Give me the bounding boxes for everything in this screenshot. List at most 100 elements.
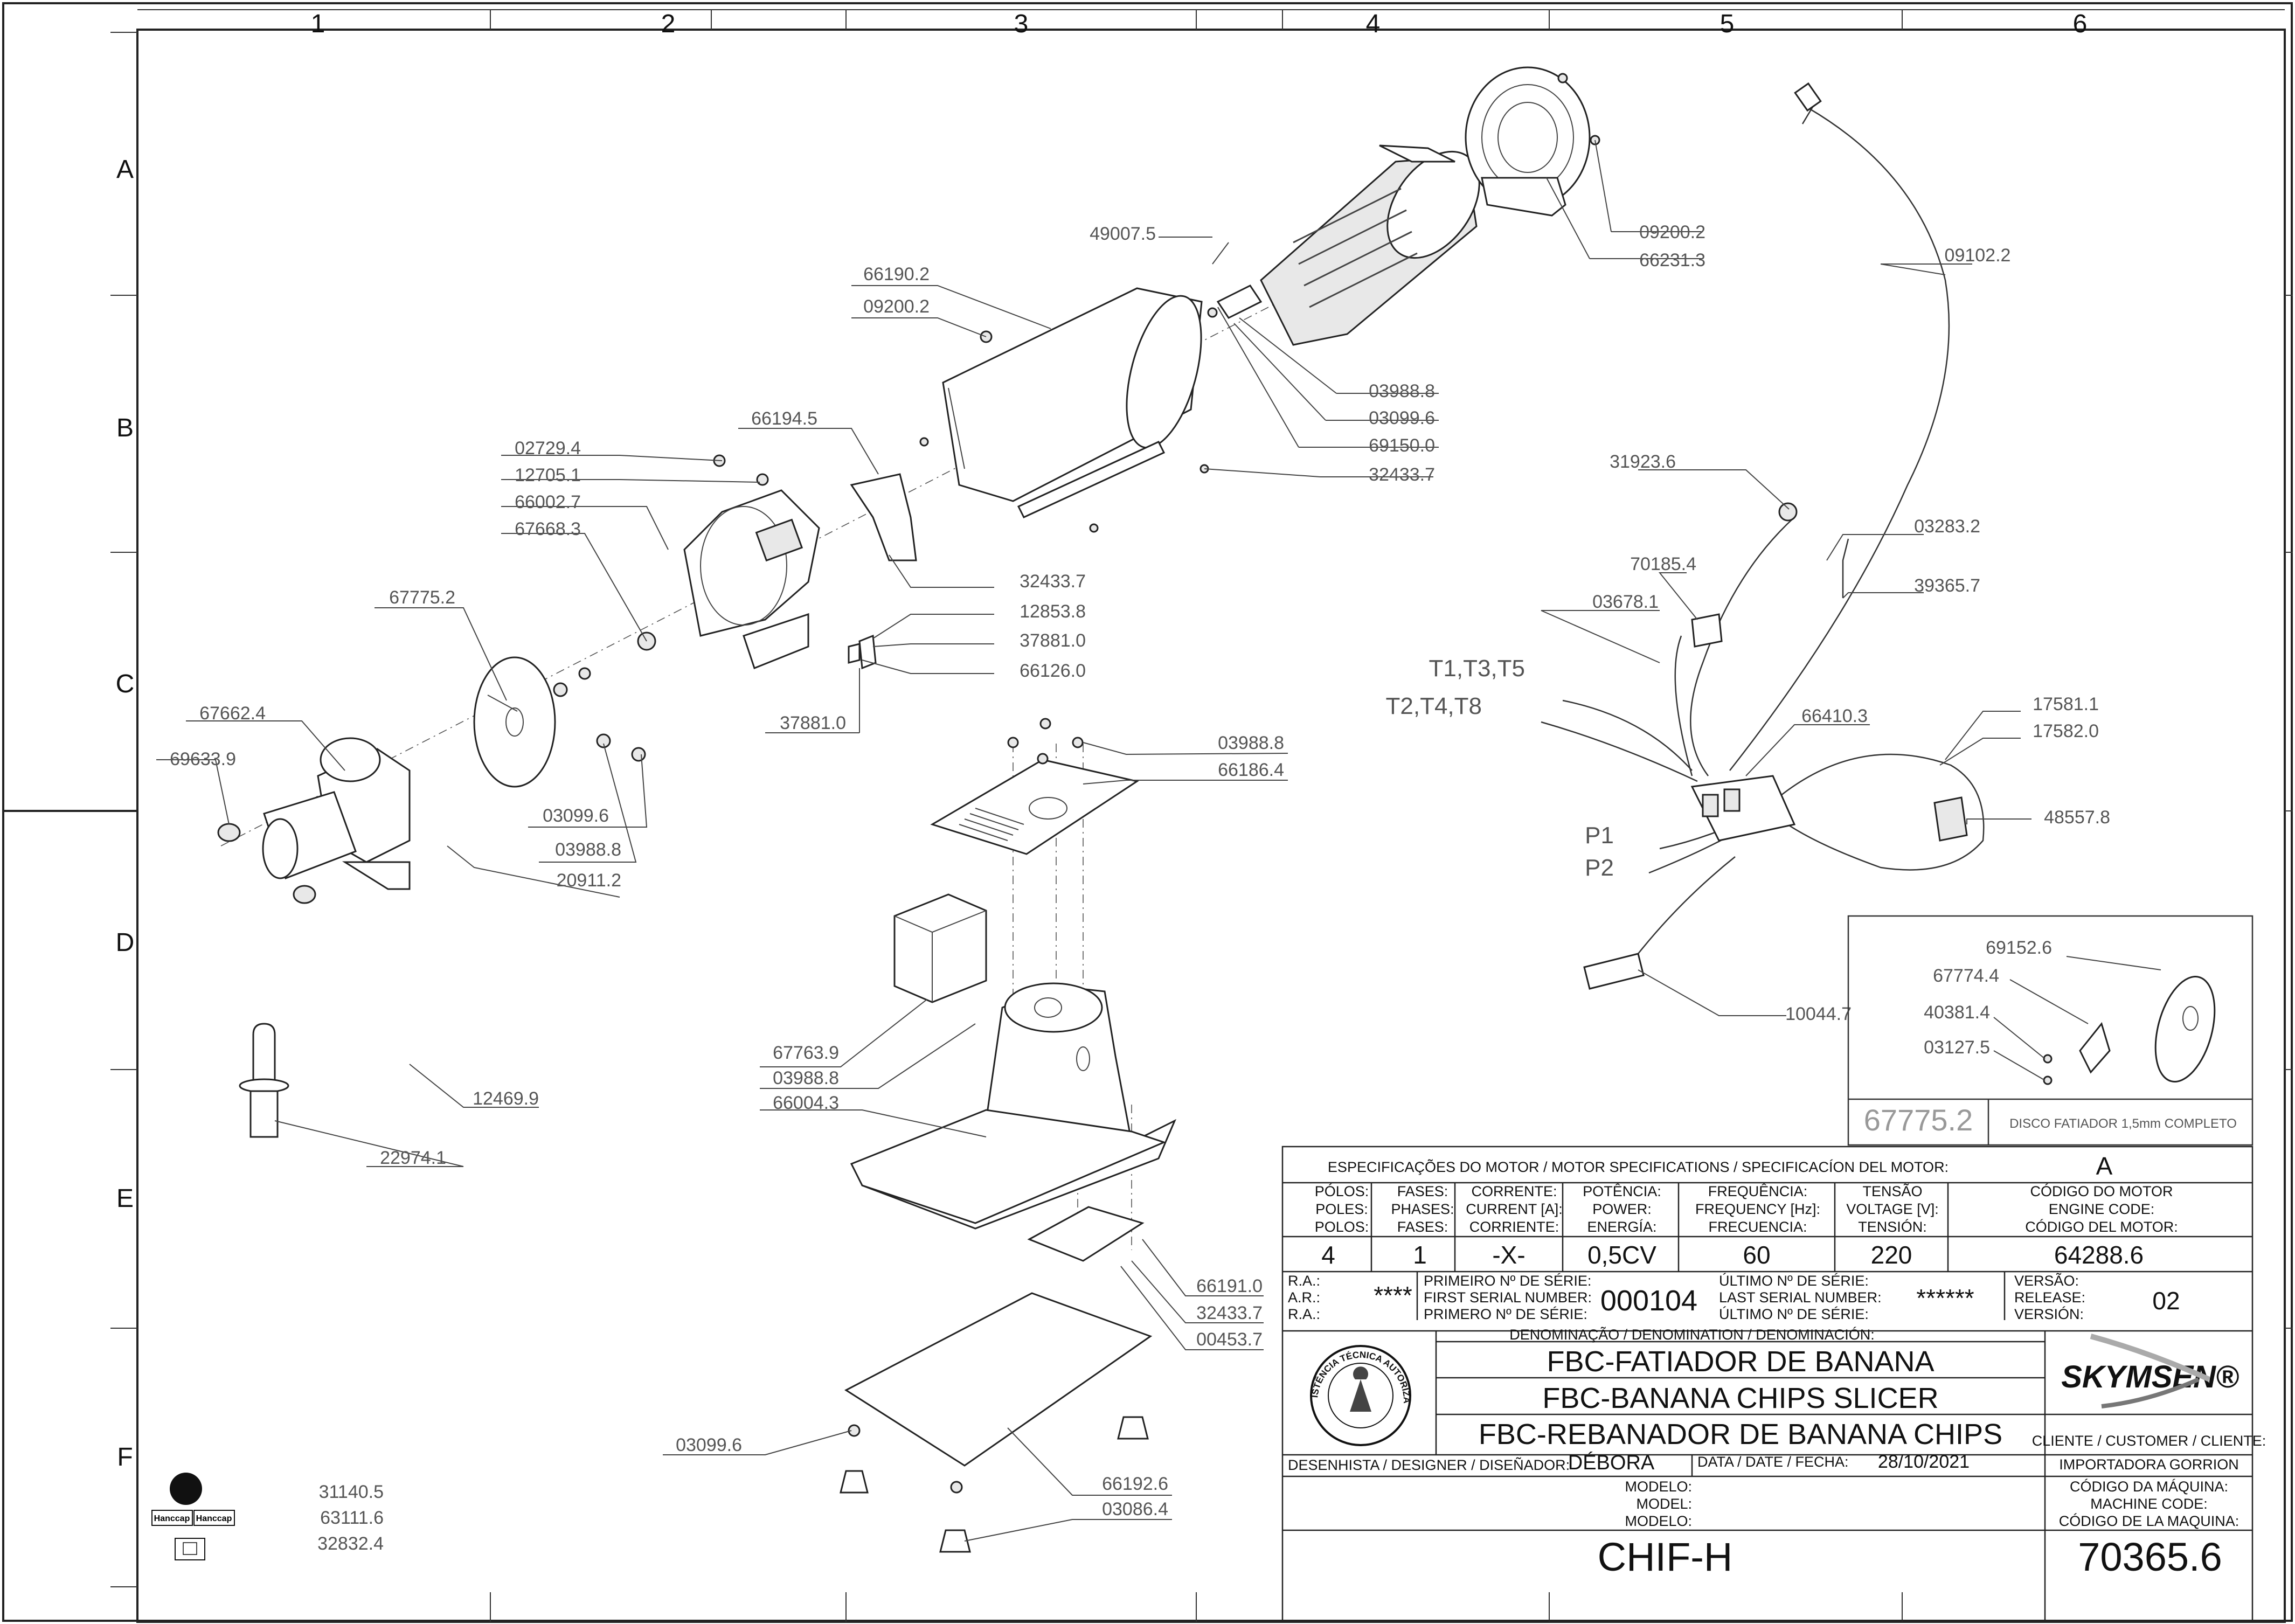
leader-lines (156, 140, 2031, 1542)
svg-text:FIRST SERIAL NUMBER:: FIRST SERIAL NUMBER: (1424, 1289, 1592, 1306)
detail-part-label: 69152.6 (1986, 938, 2052, 958)
part-label: 63111.6 (320, 1508, 384, 1528)
svg-text:ASSISTÊNCIA TÉCNICA AUTORIZADA: ASSISTÊNCIA TÉCNICA AUTORIZADA (0, 0, 1412, 1404)
motor-end-cover (1465, 66, 1591, 217)
part-label: 20911.2 (557, 870, 621, 891)
svg-text:ÚLTIMO Nº DE SÉRIE:: ÚLTIMO Nº DE SÉRIE: (1719, 1306, 1869, 1322)
wire-label: T2,T4,T8 (1386, 693, 1482, 719)
frequency-value: 60 (1743, 1241, 1770, 1269)
part-label: 66410.3 (1801, 706, 1868, 726)
brand-logo: SKYMSEN® (2061, 1359, 2239, 1394)
svg-text:POLOS:: POLOS: (1315, 1219, 1369, 1235)
grid-row: A (116, 155, 134, 184)
grid-row: E (116, 1184, 134, 1213)
detail-part-label: 40381.4 (1924, 1002, 1990, 1023)
part-label: 03086.4 (1102, 1499, 1168, 1519)
designer-label: DESENHISTA / DESIGNER / DISEÑADOR: (1288, 1456, 1570, 1473)
svg-text:VERSIÓN:: VERSIÓN: (2014, 1306, 2084, 1322)
part-label: 39365.7 (1914, 575, 1980, 596)
part-label: 67763.9 (773, 1043, 839, 1063)
grid-labels: 1 2 3 4 5 6 A B C D E F (116, 10, 2088, 1472)
machine-code-value: 70365.6 (2078, 1535, 2222, 1579)
wiring (1541, 82, 1985, 954)
front-housing (683, 489, 820, 669)
part-label: 03099.6 (1369, 408, 1435, 428)
part-label: 70185.4 (1630, 554, 1696, 574)
part-label: 32433.7 (1196, 1303, 1263, 1323)
svg-text:A.R.:: A.R.: (1288, 1289, 1320, 1306)
title-block-text: ESPECIFICAÇÕES DO MOTOR / MOTOR SPECIFIC… (1288, 1152, 2266, 1579)
svg-text:CÓDIGO DO MOTOR: CÓDIGO DO MOTOR (2030, 1183, 2173, 1199)
inner-frame (136, 29, 2286, 1623)
part-label: 00453.7 (1196, 1329, 1263, 1350)
part-label: 12705.1 (515, 465, 581, 485)
product-name-en: FBC-BANANA CHIPS SLICER (1542, 1382, 1938, 1414)
svg-text:CORRIENTE:: CORRIENTE: (1469, 1219, 1559, 1235)
rubber-feet (840, 1416, 1149, 1553)
svg-text:MACHINE CODE:: MACHINE CODE: (2090, 1496, 2208, 1512)
svg-text:FRECUENCIA:: FRECUENCIA: (1708, 1219, 1807, 1235)
part-label: 32433.7 (1369, 464, 1435, 485)
svg-text:POLES:: POLES: (1315, 1201, 1368, 1217)
part-label: 31923.6 (1610, 452, 1676, 472)
svg-text:MODEL:: MODEL: (1636, 1496, 1692, 1512)
wire-label: P2 (1585, 855, 1614, 881)
svg-text:CÓDIGO DE LA MAQUINA:: CÓDIGO DE LA MAQUINA: (2059, 1512, 2239, 1529)
part-label: 66126.0 (1020, 661, 1086, 681)
customer-label: CLIENTE / CUSTOMER / CLIENTE: (2032, 1433, 2266, 1449)
part-label: 49007.5 (1090, 224, 1156, 244)
svg-text:ENERGÍA:: ENERGÍA: (1587, 1219, 1656, 1235)
part-labels: 49007.5 66190.2 09200.2 66231.3 09102.2 … (170, 222, 2110, 1554)
part-label: 03988.8 (1218, 733, 1284, 753)
base-plate (930, 718, 1139, 855)
part-label: 66004.3 (773, 1093, 839, 1113)
part-label: 66231.3 (1639, 250, 1705, 270)
svg-text:PHASES:: PHASES: (1391, 1201, 1454, 1217)
voltage-value: 220 (1871, 1241, 1912, 1269)
part-label: 32433.7 (1020, 571, 1086, 592)
ul-mark-icon (170, 1473, 202, 1505)
title-block (1281, 1146, 2254, 1622)
svg-text:VOLTAGE [V]:: VOLTAGE [V]: (1846, 1201, 1939, 1217)
part-label: 66194.5 (751, 408, 817, 429)
brand-swoosh (2090, 1334, 2211, 1408)
part-label: 37881.0 (780, 713, 846, 733)
svg-text:PRIMERO Nº DE SÉRIE:: PRIMERO Nº DE SÉRIE: (1424, 1306, 1587, 1322)
small-brackets (848, 634, 877, 670)
bottom-cover (1027, 1206, 1145, 1262)
svg-text:MODELO:: MODELO: (1625, 1479, 1692, 1495)
part-label: 03988.8 (555, 839, 621, 860)
svg-text:ÚLTIMO Nº DE SÉRIE:: ÚLTIMO Nº DE SÉRIE: (1719, 1272, 1869, 1289)
detail-part-label: 67774.4 (1933, 966, 1999, 986)
part-label: 09102.2 (1945, 245, 2011, 266)
logo-text: Hanccap (154, 1514, 190, 1523)
reed-switch (1583, 953, 1645, 990)
grid-row: B (116, 414, 134, 442)
grid-col: 4 (1366, 10, 1381, 38)
motor (1216, 144, 1480, 346)
current-value: -X- (1492, 1241, 1525, 1269)
part-label: 37881.0 (1020, 630, 1086, 651)
svg-text:CURRENT [A]:: CURRENT [A]: (1466, 1201, 1563, 1217)
part-label: 09200.2 (1639, 222, 1705, 242)
svg-text:TENSIÓN:: TENSIÓN: (1858, 1218, 1927, 1235)
part-label: 12469.9 (473, 1088, 539, 1109)
customer-value: IMPORTADORA GORRION (2059, 1456, 2239, 1473)
svg-text:R.A.:: R.A.: (1288, 1306, 1320, 1322)
terminal-block (1690, 775, 1796, 842)
part-label: 66190.2 (863, 264, 930, 284)
grid-col: 2 (661, 10, 676, 38)
part-label: 66191.0 (1196, 1276, 1263, 1296)
part-label: 03283.2 (1914, 516, 1980, 537)
grid-row: D (116, 928, 135, 957)
svg-text:CORRENTE:: CORRENTE: (1471, 1183, 1557, 1199)
part-label: 03099.6 (543, 806, 609, 826)
housing-cylinder (942, 287, 1203, 518)
part-label: 32832.4 (317, 1533, 384, 1554)
slicer-disc (473, 656, 556, 788)
phases-value: 1 (1413, 1241, 1427, 1269)
part-label: 03099.6 (676, 1435, 742, 1455)
denomination-header: DENOMINAÇÃO / DENOMINATION / DENOMINACIÓ… (1509, 1326, 1875, 1343)
svg-text:PRIMEIRO Nº DE SÉRIE:: PRIMEIRO Nº DE SÉRIE: (1424, 1273, 1591, 1289)
svg-text:CÓDIGO DA MÁQUINA:: CÓDIGO DA MÁQUINA: (2070, 1478, 2228, 1495)
